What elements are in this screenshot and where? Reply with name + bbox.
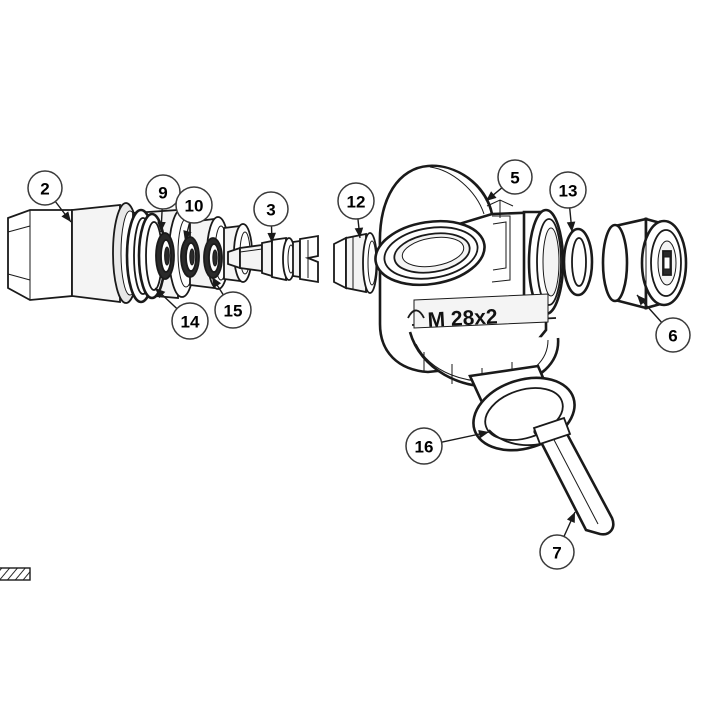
callout-bubble-13[interactable]: 13 <box>549 171 587 209</box>
callout-circle-6[interactable] <box>655 317 691 353</box>
part-washer-small-9 <box>155 232 175 280</box>
callout-circle-12[interactable] <box>337 182 375 220</box>
callout-circle-9[interactable] <box>145 174 181 210</box>
part-washer-small-10 <box>180 236 200 278</box>
callout-label-9: 9 <box>158 184 167 203</box>
callout-circle-5[interactable] <box>497 159 533 195</box>
body-marking-text: M 28x2 <box>427 305 498 332</box>
callout-arrowhead-13 <box>566 221 576 232</box>
callout-arrowhead-16 <box>478 429 489 439</box>
callout-bubble-10[interactable]: 10 <box>175 186 213 224</box>
callout-label-14: 14 <box>181 313 200 332</box>
callout-label-7: 7 <box>552 544 561 563</box>
part-inlet-connector <box>333 232 378 294</box>
callout-arrowhead-7 <box>566 512 575 523</box>
callout-arrowhead-12 <box>354 227 364 238</box>
callout-bubble-12[interactable]: 12 <box>337 182 375 220</box>
callout-circle-7[interactable] <box>539 534 575 570</box>
callout-bubble-3[interactable]: 3 <box>253 191 289 227</box>
callout-bubble-6[interactable]: 6 <box>655 317 691 353</box>
callout-circle-2[interactable] <box>27 170 63 206</box>
callout-layer: 2 9 10 3 12 5 13 14 15 6 16 7 <box>27 159 691 570</box>
callout-bubble-14[interactable]: 14 <box>171 302 209 340</box>
callout-arrowhead-14 <box>155 288 166 299</box>
callout-arrowhead-2 <box>61 211 71 222</box>
part-valve-body <box>374 164 565 389</box>
callout-circle-16[interactable] <box>405 427 443 465</box>
callout-circle-15[interactable] <box>214 291 252 329</box>
callout-label-6: 6 <box>668 327 677 346</box>
callout-label-3: 3 <box>266 201 275 220</box>
callout-bubble-2[interactable]: 2 <box>27 170 63 206</box>
callout-label-5: 5 <box>510 169 519 188</box>
callout-arrowhead-15 <box>212 277 222 288</box>
callout-arrowhead-6 <box>637 295 647 306</box>
part-washer-small-15 <box>203 237 223 279</box>
callout-circle-3[interactable] <box>253 191 289 227</box>
part-clamp-ring <box>468 364 576 452</box>
callout-bubble-16[interactable]: 16 <box>405 427 443 465</box>
callout-arrowhead-10 <box>183 230 192 241</box>
part-spindle-stem <box>227 234 319 284</box>
callout-circle-13[interactable] <box>549 171 587 209</box>
body-hook-line <box>407 309 425 319</box>
part-end-cap-plug <box>601 217 688 310</box>
callout-arrowhead-9 <box>157 221 166 232</box>
hatched-edge-fragment <box>0 567 31 581</box>
callout-circle-10[interactable] <box>175 186 213 224</box>
callout-bubble-7[interactable]: 7 <box>539 534 575 570</box>
callout-label-15: 15 <box>224 302 243 321</box>
callout-bubble-15[interactable]: 15 <box>214 291 252 329</box>
part-handle-lever <box>532 416 615 536</box>
part-o-ring-outlet <box>562 227 594 297</box>
callout-circle-14[interactable] <box>171 302 209 340</box>
body-marking: M 28x2 <box>427 305 498 332</box>
callout-label-13: 13 <box>559 182 578 201</box>
callout-label-10: 10 <box>185 197 204 216</box>
callout-bubble-5[interactable]: 5 <box>497 159 533 195</box>
callout-bubble-9[interactable]: 9 <box>145 174 181 210</box>
callout-label-2: 2 <box>40 180 49 199</box>
callout-label-12: 12 <box>347 193 366 212</box>
callout-label-16: 16 <box>415 438 434 457</box>
callout-arrowhead-5 <box>486 191 497 201</box>
callout-arrowhead-3 <box>267 232 276 243</box>
